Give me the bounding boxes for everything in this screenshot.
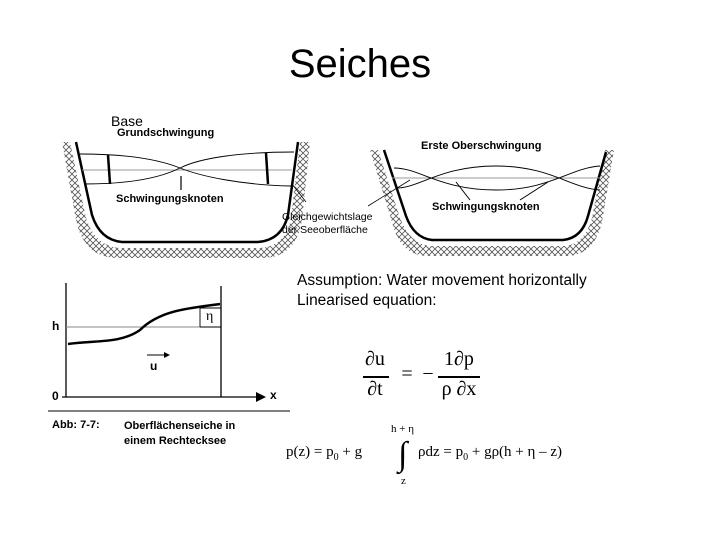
right-basin-soil [370,150,614,256]
eq2-rhs: ρdz = p0 + gρ(h + η – z) [418,444,562,463]
left-node-label: Schwingungsknoten [116,193,224,205]
tank-zero-label: 0 [52,389,59,403]
eq2-p0-subscript-2: 0 [463,452,469,463]
left-marker-left [106,154,112,185]
equilibrium-pointer-right [367,179,411,207]
tank-h-label: h [52,319,60,333]
assumption-block: Assumption: Water movement horizontally … [297,271,587,311]
equilibrium-label-1: Gleichgewichtslage [282,211,373,223]
u-arrow-head [164,352,170,358]
eq1-minus: − [422,363,434,385]
equilibrium-label-2: der Seeoberfläche [282,224,368,236]
eq2-upper-limit: h + η [391,423,414,435]
figure-caption-text: Oberflächenseiche in einem Rechtecksee [124,419,235,449]
eq1-rhs-bar [438,376,480,378]
right-surface-b [395,165,601,191]
tank-eta-label: η [206,309,214,324]
eq2-rhs-text: + gρ(h + η – z) [471,444,563,460]
left-basin-wall [74,141,300,244]
figure-caption-line-2: einem Rechtecksee [124,435,227,447]
eq2-lhs-text: p(z) = p [286,444,334,460]
eq2-lhs: p(z) = p0 + g [286,444,362,463]
eq2-integral-sign: ∫ [398,436,408,473]
slide-title: Seiches [288,42,432,86]
eq1-rhs-numerator: 1∂p [444,348,474,370]
eq2-p0-subscript: 0 [333,452,339,463]
left-basin-soil [62,142,310,258]
right-surface-a [393,165,601,191]
tank-surface [67,302,221,346]
left-basin-title: Grundschwingung [117,127,215,139]
right-node-pointer-left [455,181,471,201]
tank-x-label: x [270,388,277,402]
base-label: Base [111,113,143,129]
right-basin-title: Erste Oberschwingung [421,140,542,152]
tank-axis-x-arrow [256,392,266,402]
equilibrium-pointer-left [291,183,307,203]
figure-caption-line-1: Oberflächenseiche in [124,420,236,432]
left-marker-right [264,152,270,185]
eq1-equals: = [401,363,413,385]
right-node-pointer-right [519,181,549,201]
linearised-text: Linearised equation: [297,292,437,309]
eq1-lhs-bar [363,376,389,378]
right-node-label: Schwingungsknoten [432,201,540,213]
eq1-rhs-denominator: ρ ∂x [441,378,477,400]
eq1-lhs-denominator: ∂t [367,378,383,400]
eq2-mid-text: + g [342,444,363,460]
eq2-lower-limit: z [401,475,406,487]
right-basin-wall [382,149,608,242]
assumption-text: Assumption: Water movement horizontally [297,272,587,289]
eq1-lhs-numerator: ∂u [365,348,385,370]
left-surface-b [83,151,295,185]
eq2-integrand-text: ρdz = p [418,444,464,460]
tank-u-label: u [150,359,158,373]
figure-caption-number: Abb: 7-7: [52,419,100,431]
